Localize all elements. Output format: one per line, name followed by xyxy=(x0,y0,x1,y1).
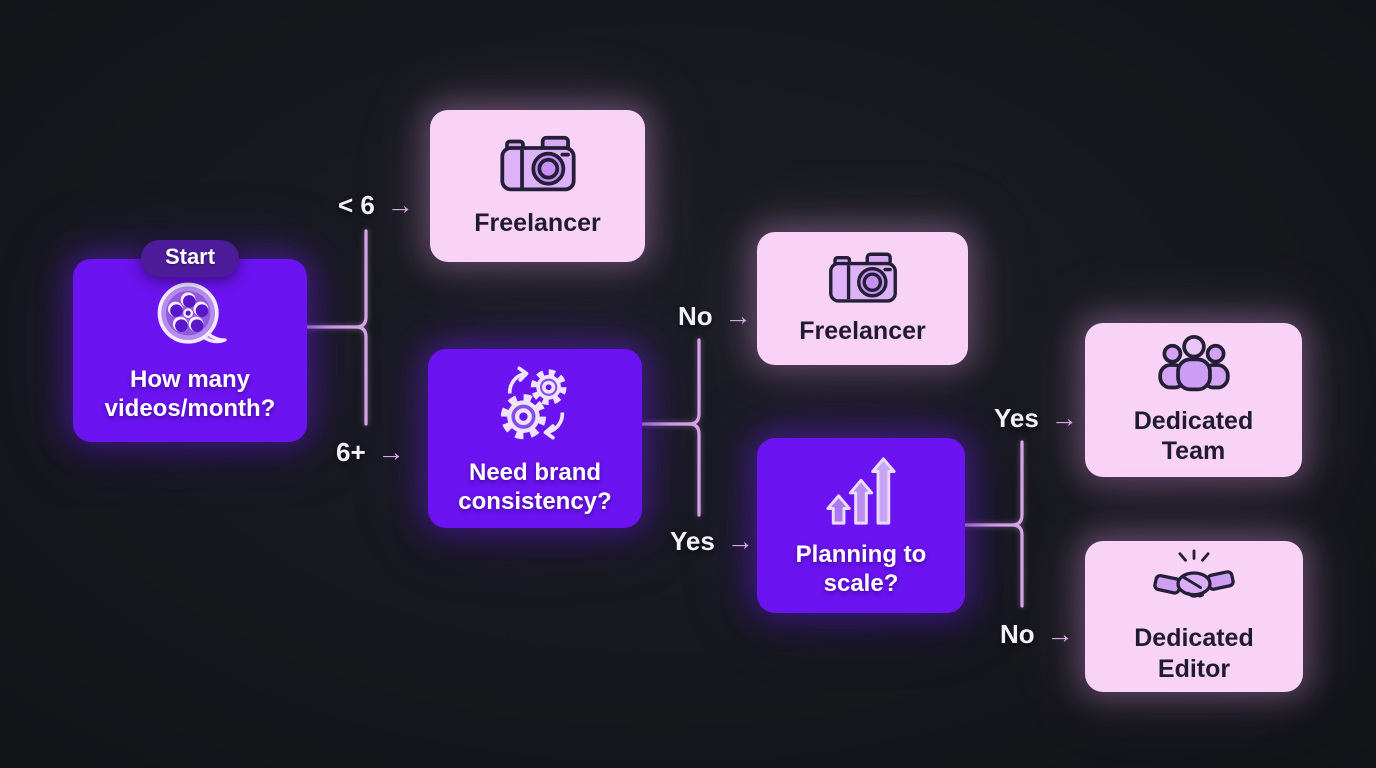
edge-label-no-2: No → xyxy=(1000,618,1074,650)
arrow-right-icon: → xyxy=(386,189,414,220)
camera-icon xyxy=(499,136,576,192)
edge-label-text: No xyxy=(1000,618,1035,649)
node-dedicated-team: Dedicated Team xyxy=(1085,323,1302,477)
node-need-brand-consistency: Need brand consistency? xyxy=(428,349,642,528)
gears-sync-icon xyxy=(500,366,567,440)
node-label: Dedicated Editor xyxy=(1134,624,1254,683)
handshake-icon xyxy=(1153,549,1235,598)
arrow-right-icon: → xyxy=(724,300,752,331)
node-label: Planning to scale? xyxy=(795,540,927,597)
edge-label-text: Yes xyxy=(994,402,1039,433)
edge-label-no-1: No → xyxy=(678,300,752,332)
team-icon xyxy=(1157,334,1230,391)
arrow-right-icon: → xyxy=(1050,402,1078,433)
edge-label-text: 6+ xyxy=(336,436,366,467)
edge-label-text: < 6 xyxy=(338,189,375,220)
node-label: Need brand consistency? xyxy=(458,458,612,515)
node-start: Start How many videos/month? xyxy=(73,240,307,442)
node-dedicated-editor: Dedicated Editor xyxy=(1085,541,1303,692)
node-planning-to-scale: Planning to scale? xyxy=(757,438,965,613)
growth-arrows-icon xyxy=(826,457,896,525)
arrow-right-icon: → xyxy=(1046,618,1074,649)
connector-brand-up xyxy=(687,338,701,426)
edge-label-lt6: < 6 → xyxy=(338,189,414,221)
connector-start-down xyxy=(354,325,368,426)
arrow-right-icon: → xyxy=(726,525,754,556)
connector-scale-down xyxy=(1010,523,1024,608)
camera-icon xyxy=(828,252,897,303)
node-freelancer-1: Freelancer xyxy=(430,110,645,262)
edge-label-text: Yes xyxy=(670,525,715,556)
start-badge: Start xyxy=(140,240,240,277)
edge-label-yes-1: Yes → xyxy=(670,525,754,557)
edge-label-yes-2: Yes → xyxy=(994,402,1078,434)
connector-brand-down xyxy=(687,422,701,517)
connector-start-up xyxy=(354,229,368,329)
film-reel-icon xyxy=(157,282,227,344)
connector-scale-up xyxy=(1010,440,1024,527)
edge-label-6plus: 6+ → xyxy=(336,436,405,468)
node-label: Freelancer xyxy=(474,209,601,238)
node-label: Dedicated Team xyxy=(1133,406,1254,466)
node-label: How many videos/month? xyxy=(104,365,276,422)
edge-label-text: No xyxy=(678,300,713,331)
node-label: Freelancer xyxy=(799,317,926,346)
arrow-right-icon: → xyxy=(377,436,405,467)
node-freelancer-2: Freelancer xyxy=(757,232,968,365)
